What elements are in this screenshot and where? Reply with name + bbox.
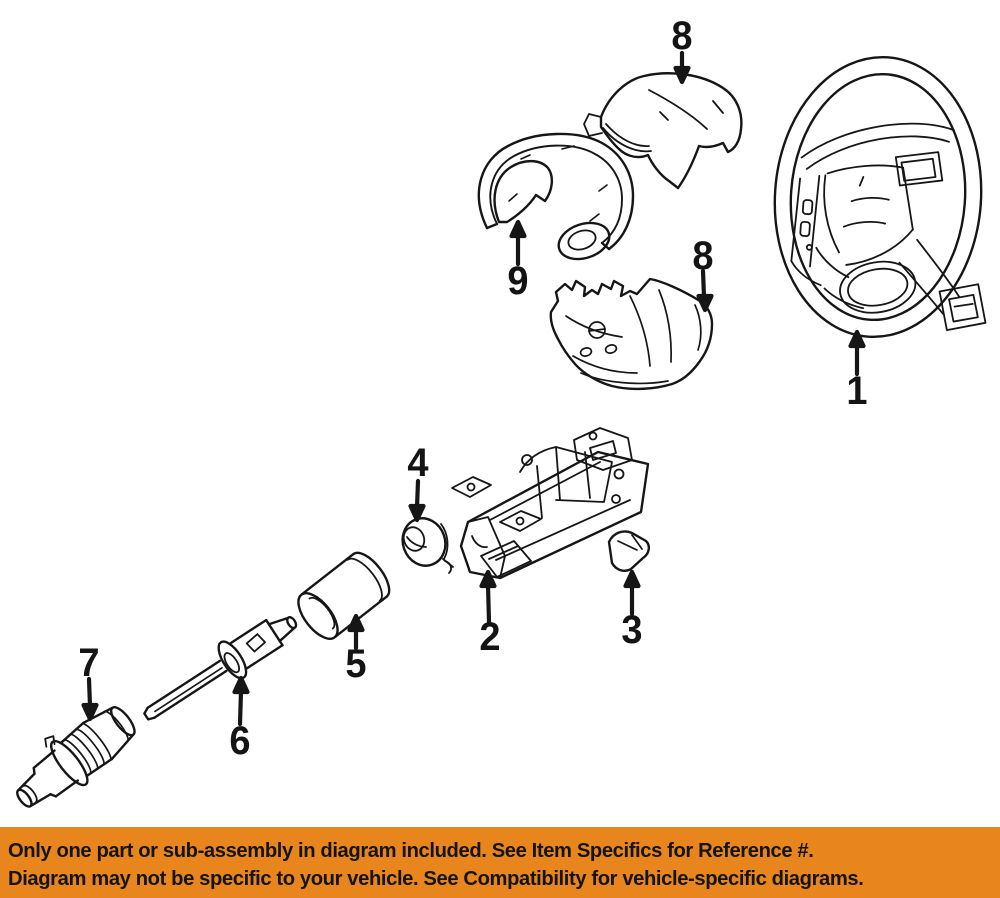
callout-label-7: 7 <box>78 641 100 685</box>
callout-arrow-3 <box>623 569 641 617</box>
lower-shaft-drawing <box>16 706 136 808</box>
mount-bracket-drawing <box>607 530 651 572</box>
column-cuff-cover-drawing <box>477 132 635 261</box>
disclaimer-line-1: Only one part or sub-assembly in diagram… <box>8 839 814 862</box>
diagram-canvas <box>16 50 987 808</box>
callout-label-1: 1 <box>846 369 868 413</box>
callout-arrow-7 <box>81 676 99 722</box>
callout-label-6: 6 <box>229 719 251 763</box>
callout-label-5: 5 <box>345 642 367 686</box>
callout-arrow-9 <box>509 219 527 267</box>
callout-label-3: 3 <box>621 608 643 652</box>
coupling-sleeve-drawing <box>297 551 391 640</box>
callout-arrow-5 <box>347 613 365 651</box>
callout-arrow-2 <box>479 569 497 625</box>
callout-label-4: 4 <box>407 441 429 485</box>
callout-arrow-4 <box>408 478 426 523</box>
callout-arrow-8b <box>696 268 714 313</box>
bearing-grommet-drawing <box>401 517 454 574</box>
disclaimer-line-2: Diagram may not be specific to your vehi… <box>8 867 864 890</box>
callout-arrow-8a <box>673 50 691 85</box>
intermediate-shaft-drawing <box>143 616 298 721</box>
callout-label-8-lower: 8 <box>692 234 714 278</box>
column-housing-drawing <box>451 427 650 580</box>
disclaimer-banner: Only one part or sub-assembly in diagram… <box>0 827 1000 898</box>
callout-label-2: 2 <box>479 615 501 659</box>
lower-column-shroud-drawing <box>549 277 714 391</box>
upper-column-cover-drawing <box>583 72 743 190</box>
callout-label-9: 9 <box>507 259 529 303</box>
steering-wheel-drawing <box>773 55 987 339</box>
callout-arrow-6 <box>232 675 250 727</box>
callout-arrow-1 <box>848 329 866 377</box>
callout-label-8-upper: 8 <box>671 14 693 58</box>
